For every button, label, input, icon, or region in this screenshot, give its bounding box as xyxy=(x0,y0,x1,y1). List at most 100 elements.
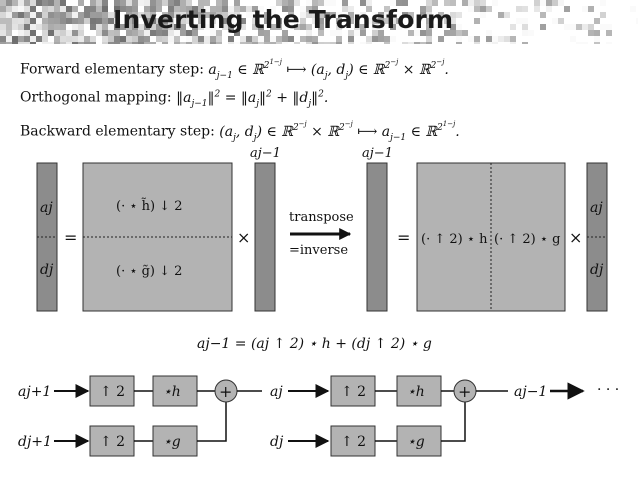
mosaic-tile xyxy=(168,42,174,44)
mosaic-tile xyxy=(198,0,204,6)
mosaic-tile xyxy=(450,12,456,18)
mosaic-tile xyxy=(192,24,198,30)
reconstruction-formula: aj−1 = (aj ↑ 2) ⋆ h + (dj ↑ 2) ⋆ g xyxy=(197,336,432,352)
mosaic-tile xyxy=(126,42,132,44)
mosaic-tile xyxy=(588,30,594,36)
mosaic-tile xyxy=(300,12,306,18)
mosaic-tile xyxy=(360,12,366,18)
mosaic-tile xyxy=(438,18,444,24)
mosaic-tile xyxy=(600,0,606,6)
stage1-input-top: aj+1 xyxy=(18,384,51,400)
mosaic-tile xyxy=(180,18,186,24)
mosaic-tile xyxy=(432,0,438,6)
mosaic-tile xyxy=(342,6,348,12)
mosaic-tile xyxy=(528,30,534,36)
mosaic-tile xyxy=(0,30,6,36)
mosaic-tile xyxy=(90,18,96,24)
forward-matrix-top-label: (· ⋆ h̃) ↓ 2 xyxy=(116,197,182,214)
mosaic-tile xyxy=(156,18,162,24)
mosaic-tile xyxy=(156,36,162,42)
mosaic-tile xyxy=(546,6,552,12)
mosaic-tile xyxy=(486,36,492,42)
mosaic-tile xyxy=(174,42,180,44)
mosaic-tile xyxy=(90,36,96,42)
mosaic-tile xyxy=(114,36,120,42)
mosaic-tile xyxy=(66,36,72,42)
mosaic-tile xyxy=(78,42,84,44)
mosaic-tile xyxy=(576,42,582,44)
mosaic-tile xyxy=(294,0,300,6)
mosaic-tile xyxy=(282,6,288,12)
mosaic-tile xyxy=(144,30,150,36)
mosaic-tile xyxy=(198,18,204,24)
mosaic-tile xyxy=(126,0,132,6)
mosaic-tile xyxy=(102,18,108,24)
mosaic-tile xyxy=(222,12,228,18)
mosaic-tile xyxy=(258,24,264,30)
mosaic-tile xyxy=(498,12,504,18)
mosaic-tile xyxy=(54,42,60,44)
mosaic-tile xyxy=(474,0,480,6)
mosaic-tile xyxy=(318,30,324,36)
stage1-link-g-to-sum xyxy=(197,402,227,442)
mosaic-tile xyxy=(132,42,138,44)
mosaic-tile xyxy=(150,18,156,24)
mosaic-tile xyxy=(174,24,180,30)
mosaic-tile xyxy=(72,6,78,12)
mosaic-tile xyxy=(210,12,216,18)
mosaic-tile xyxy=(282,24,288,30)
mosaic-tile xyxy=(240,6,246,12)
stage2-upsample-top-label: ↑ 2 xyxy=(341,384,366,400)
mosaic-tile xyxy=(468,0,474,6)
mosaic-tile xyxy=(360,24,366,30)
mosaic-tile xyxy=(390,36,396,42)
mosaic-tile xyxy=(120,24,126,30)
mosaic-tile xyxy=(318,18,324,24)
forward-step-line: Forward elementary step: aj−1 ∈ ℝ21−j ⟼ … xyxy=(20,58,449,80)
mosaic-tile xyxy=(90,12,96,18)
mosaic-tile xyxy=(42,30,48,36)
mosaic-tile xyxy=(30,24,36,30)
mosaic-tile xyxy=(90,42,96,44)
mosaic-tile xyxy=(222,0,228,6)
mosaic-tile xyxy=(6,18,12,24)
mosaic-tile xyxy=(210,24,216,30)
mosaic-tile xyxy=(384,36,390,42)
mosaic-tile xyxy=(408,42,414,44)
mosaic-tile xyxy=(330,12,336,18)
mosaic-tile xyxy=(354,24,360,30)
mosaic-tile xyxy=(348,12,354,18)
mosaic-tile xyxy=(162,36,168,42)
mosaic-tile xyxy=(282,0,288,6)
mosaic-tile xyxy=(48,18,54,24)
mosaic-tile xyxy=(114,6,120,12)
mosaic-tile xyxy=(174,36,180,42)
mosaic-tile xyxy=(168,30,174,36)
mosaic-tile xyxy=(180,30,186,36)
mosaic-tile xyxy=(156,42,162,44)
mosaic-tile xyxy=(60,12,66,18)
right-vector-top-label: aj xyxy=(590,200,603,216)
mosaic-tile xyxy=(66,12,72,18)
stage2-link-g-to-sum xyxy=(441,402,466,442)
mosaic-tile xyxy=(126,12,132,18)
mosaic-tile xyxy=(48,30,54,36)
mosaic-tile xyxy=(426,24,432,30)
mosaic-tile xyxy=(42,12,48,18)
mosaic-tile xyxy=(228,24,234,30)
stage1-conv-h-box xyxy=(152,375,198,407)
stage1-upsample-bottom-box xyxy=(89,425,135,457)
mosaic-tile xyxy=(204,42,210,44)
mosaic-tile xyxy=(60,30,66,36)
mosaic-tile xyxy=(12,36,18,42)
mosaic-tile xyxy=(18,0,24,6)
mosaic-tile xyxy=(234,0,240,6)
mosaic-tile xyxy=(300,6,306,12)
mosaic-tile xyxy=(366,18,372,24)
orthogonal-equation: ‖aj−1‖2 = ‖aj‖2 + ‖dj‖2. xyxy=(176,89,329,109)
mosaic-tile xyxy=(126,6,132,12)
mosaic-tile xyxy=(258,36,264,42)
mosaic-tile xyxy=(210,30,216,36)
mosaic-tile xyxy=(78,12,84,18)
mosaic-tile xyxy=(480,0,486,6)
